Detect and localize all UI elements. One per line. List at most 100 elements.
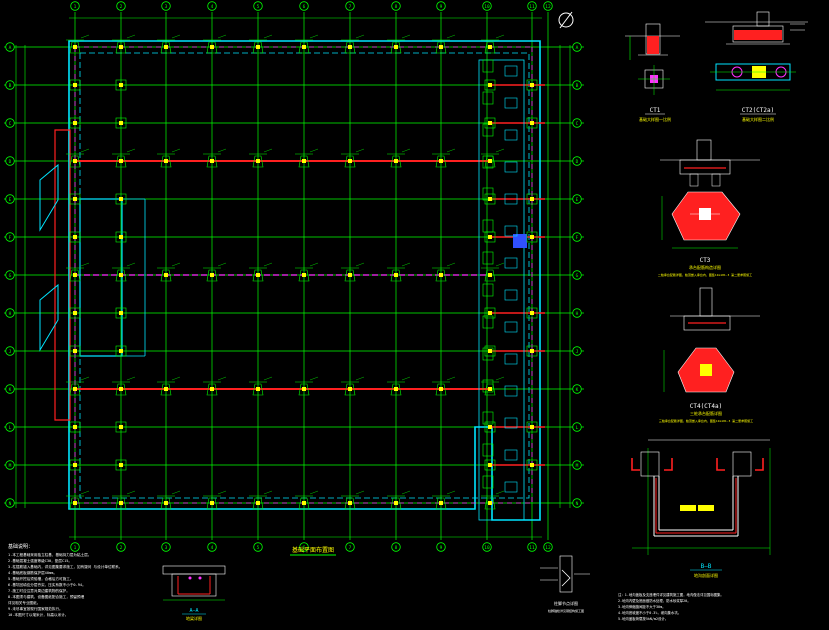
inner-ground-beam bbox=[79, 52, 530, 499]
note-line: 7.施工时应注意对周边建筑物的保护。 bbox=[8, 588, 70, 593]
grid-col-label: 11 bbox=[529, 4, 535, 10]
aa-label: A—A bbox=[189, 608, 198, 614]
grid-bubble bbox=[5, 42, 15, 52]
grid-bubble bbox=[5, 460, 15, 470]
grid-bubble bbox=[5, 308, 15, 318]
plan-title: 基础平面布置图 bbox=[292, 546, 334, 554]
column-footing bbox=[484, 459, 496, 471]
column-footing bbox=[484, 307, 496, 319]
grid-row-label: N bbox=[576, 501, 579, 507]
column-footing bbox=[484, 79, 496, 91]
detail-bb-section: B—B 地沟剖面详图 bbox=[631, 439, 771, 578]
grid-bubble bbox=[116, 1, 126, 11]
grid-col-label: 12 bbox=[545, 545, 551, 551]
service-detail bbox=[504, 257, 518, 269]
service-detail bbox=[504, 161, 518, 173]
column-footing bbox=[526, 79, 538, 91]
ct4-label: CT4(CT4a) bbox=[690, 403, 723, 410]
column-footing bbox=[66, 262, 90, 282]
ct4-note: 三桩承台配筋详图，桩顶嵌入承台内，图集11G101-3 第二册参照施工 bbox=[659, 418, 753, 423]
grid-col-label: 6 bbox=[303, 545, 306, 551]
grid-col-label: 5 bbox=[257, 4, 260, 10]
bb-notes: 注：1.地沟盖板及支座埋件详见建筑施工图，地沟做法详见国标图集。 2.地沟内壁及… bbox=[618, 592, 724, 621]
grid-bubble bbox=[572, 232, 582, 242]
column-footing bbox=[387, 34, 411, 54]
column-footing bbox=[115, 193, 127, 205]
grid-bubble bbox=[482, 1, 492, 11]
grid-row-label: H bbox=[9, 311, 12, 317]
grid-row-label: A bbox=[576, 45, 579, 51]
column-footing bbox=[249, 34, 273, 54]
grid-row-label: E bbox=[576, 197, 579, 203]
grid-bubble bbox=[572, 498, 582, 508]
grid-col-label: 2 bbox=[120, 545, 123, 551]
grid-bubble bbox=[5, 118, 15, 128]
bb-note-line: 2.地沟内壁及底面做防水处理，防水砂浆厚20。 bbox=[618, 598, 691, 603]
column-footing bbox=[66, 34, 90, 54]
grid-row-label: A bbox=[9, 45, 12, 51]
grid-bubble bbox=[543, 542, 553, 552]
column-footing bbox=[69, 307, 81, 319]
plan-notes: 基础说明： 1.本工程基础采用独立柱基，基础持力层为粘土层。2.基础混凝土强度等… bbox=[8, 543, 122, 617]
grid-bubble bbox=[207, 1, 217, 11]
grid-col-label: 2 bbox=[120, 4, 123, 10]
service-detail bbox=[482, 347, 494, 361]
column-footing bbox=[69, 79, 81, 91]
service-detail bbox=[482, 475, 494, 489]
service-detail bbox=[482, 91, 494, 105]
column-footing bbox=[526, 193, 538, 205]
grid-row-label: F bbox=[9, 235, 12, 241]
note-line: 2.基础混凝土强度等级C30，垫层C15。 bbox=[8, 558, 72, 563]
grid-bubble bbox=[5, 156, 15, 166]
grid-bubble bbox=[572, 308, 582, 318]
note-line: 5.基础开挖后须验槽，合格后方可施工。 bbox=[8, 576, 73, 581]
grid-bubble bbox=[299, 1, 309, 11]
grid-bubble bbox=[572, 156, 582, 166]
column-footing bbox=[295, 262, 319, 282]
grid-row-label: H bbox=[576, 311, 579, 317]
column-footing bbox=[249, 148, 273, 168]
grid-bubble bbox=[161, 542, 171, 552]
grid-col-label: 12 bbox=[545, 4, 551, 10]
grid-bubble bbox=[5, 194, 15, 204]
grid-bubble bbox=[572, 346, 582, 356]
grid-bubble bbox=[253, 1, 263, 11]
column-footing bbox=[69, 345, 81, 357]
grid-row-label: G bbox=[576, 273, 579, 279]
service-detail bbox=[504, 417, 518, 429]
column-footing bbox=[295, 148, 319, 168]
ct3-caption: 承台配筋构造详图 bbox=[689, 264, 721, 270]
detail-column-joint: 柱脚节点详图 柱脚锚栓详见钢结构施工图 bbox=[540, 555, 590, 613]
notes-heading: 基础说明： bbox=[8, 543, 33, 550]
service-detail bbox=[482, 379, 494, 393]
grid-col-label: 10 bbox=[484, 4, 490, 10]
note-line: 6.基坑回填应分层夯实，压实系数不小于0.94。 bbox=[8, 582, 86, 587]
grid-row-label: M bbox=[9, 463, 12, 469]
column-footing bbox=[157, 148, 181, 168]
grid-row-label: K bbox=[9, 387, 12, 393]
note-line: 10.本图尺寸以毫米计，标高以米计。 bbox=[8, 612, 68, 617]
grid-row-label: C bbox=[576, 121, 579, 127]
joint-caption: 柱脚节点详图 bbox=[554, 600, 578, 606]
grid-row-label: J bbox=[9, 349, 12, 355]
grid-col-label: 3 bbox=[165, 4, 168, 10]
column-footing bbox=[484, 231, 496, 243]
grid-row-label: F bbox=[576, 235, 579, 241]
grid-col-label: 8 bbox=[395, 4, 398, 10]
ct2-label: CT2(CT2a) bbox=[742, 107, 775, 114]
joint-note: 柱脚锚栓详见钢结构施工图 bbox=[548, 608, 584, 613]
column-footing bbox=[481, 148, 505, 168]
grid-bubble bbox=[5, 80, 15, 90]
grid-bubble bbox=[253, 542, 263, 552]
service-detail bbox=[504, 193, 518, 205]
grid-col-label: 1 bbox=[74, 545, 77, 551]
grid-bubble bbox=[5, 270, 15, 280]
column-footing bbox=[115, 117, 127, 129]
column-footing bbox=[432, 148, 456, 168]
grid-row-label: J bbox=[576, 349, 579, 355]
grid-col-label: 7 bbox=[349, 4, 352, 10]
column-footing bbox=[249, 262, 273, 282]
column-footing bbox=[387, 148, 411, 168]
